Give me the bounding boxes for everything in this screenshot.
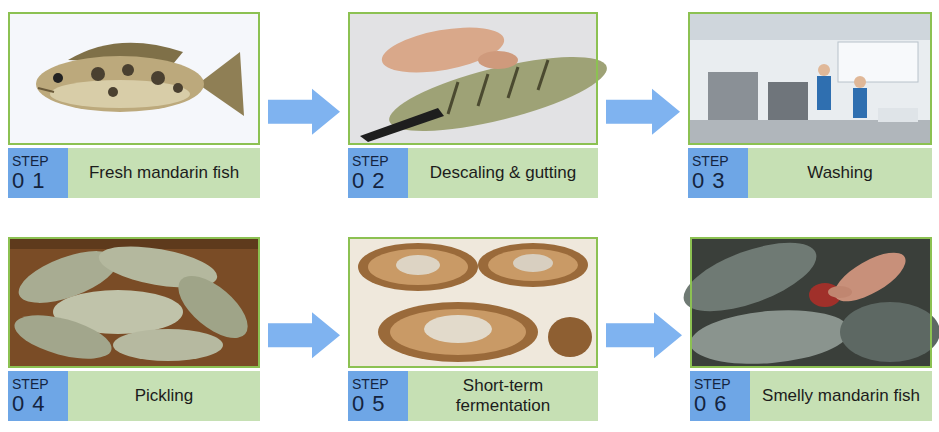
label-row: STEP0 6 Smelly mandarin fish	[690, 371, 932, 421]
step-label-box: Short-term fermentation	[408, 371, 598, 421]
step-panel: STEP0 4 Pickling	[8, 237, 260, 421]
step-badge: STEP0 5	[348, 371, 408, 421]
step-badge: STEP0 4	[8, 371, 68, 421]
photo-frame	[688, 12, 932, 145]
photo-frame	[348, 12, 598, 145]
step-word: STEP	[352, 154, 404, 169]
step-badge: STEP0 2	[348, 148, 408, 198]
step-label-box: Pickling	[68, 371, 260, 421]
flow-arrow	[268, 312, 340, 358]
label-row: STEP0 1 Fresh mandarin fish	[8, 148, 260, 198]
step-word: STEP	[12, 377, 64, 392]
smelly-fish-photo	[675, 229, 939, 370]
step-panel: STEP0 3 Washing	[688, 12, 932, 198]
step-number: 0 1	[12, 169, 64, 192]
step-label-box: Smelly mandarin fish	[750, 371, 932, 421]
photo-frame	[690, 237, 932, 368]
step-panel: STEP0 6 Smelly mandarin fish	[690, 237, 932, 421]
step-label: Descaling & gutting	[430, 163, 576, 183]
flow-arrow	[606, 312, 682, 358]
photo-frame	[8, 237, 260, 368]
label-row: STEP0 4 Pickling	[8, 371, 260, 421]
step-label: Short-term fermentation	[414, 376, 592, 417]
flow-arrow	[606, 89, 680, 135]
step-word: STEP	[692, 154, 744, 169]
fermentation-photo	[350, 239, 596, 366]
label-row: STEP0 5Short-term fermentation	[348, 371, 598, 421]
step-panel: STEP0 5Short-term fermentation	[348, 237, 598, 421]
step-number: 0 3	[692, 169, 744, 192]
step-panel: STEP0 1 Fresh mandarin fish	[8, 12, 260, 198]
step-word: STEP	[694, 377, 746, 392]
step-badge: STEP0 1	[8, 148, 68, 198]
step-number: 0 4	[12, 392, 64, 415]
pickling-photo	[10, 239, 258, 367]
descaling-photo	[350, 14, 613, 146]
step-label: Fresh mandarin fish	[89, 163, 239, 183]
step-number: 0 2	[352, 169, 404, 192]
step-label-box: Descaling & gutting	[408, 148, 598, 198]
step-label: Smelly mandarin fish	[762, 386, 920, 406]
step-word: STEP	[352, 377, 404, 392]
factory-photo	[690, 14, 930, 143]
step-label-box: Fresh mandarin fish	[68, 148, 260, 198]
label-row: STEP0 3 Washing	[688, 148, 932, 198]
step-badge: STEP0 3	[688, 148, 748, 198]
fish-photo	[10, 14, 258, 143]
step-label-box: Washing	[748, 148, 932, 198]
step-label: Pickling	[135, 386, 194, 406]
step-number: 0 5	[352, 392, 404, 415]
label-row: STEP0 2 Descaling & gutting	[348, 148, 598, 198]
flow-arrow	[268, 89, 340, 135]
step-badge: STEP0 6	[690, 371, 750, 421]
photo-frame	[8, 12, 260, 145]
step-label: Washing	[807, 163, 873, 183]
step-word: STEP	[12, 154, 64, 169]
step-number: 0 6	[694, 392, 746, 415]
photo-frame	[348, 237, 598, 368]
step-panel: STEP0 2 Descaling & gutting	[348, 12, 598, 198]
